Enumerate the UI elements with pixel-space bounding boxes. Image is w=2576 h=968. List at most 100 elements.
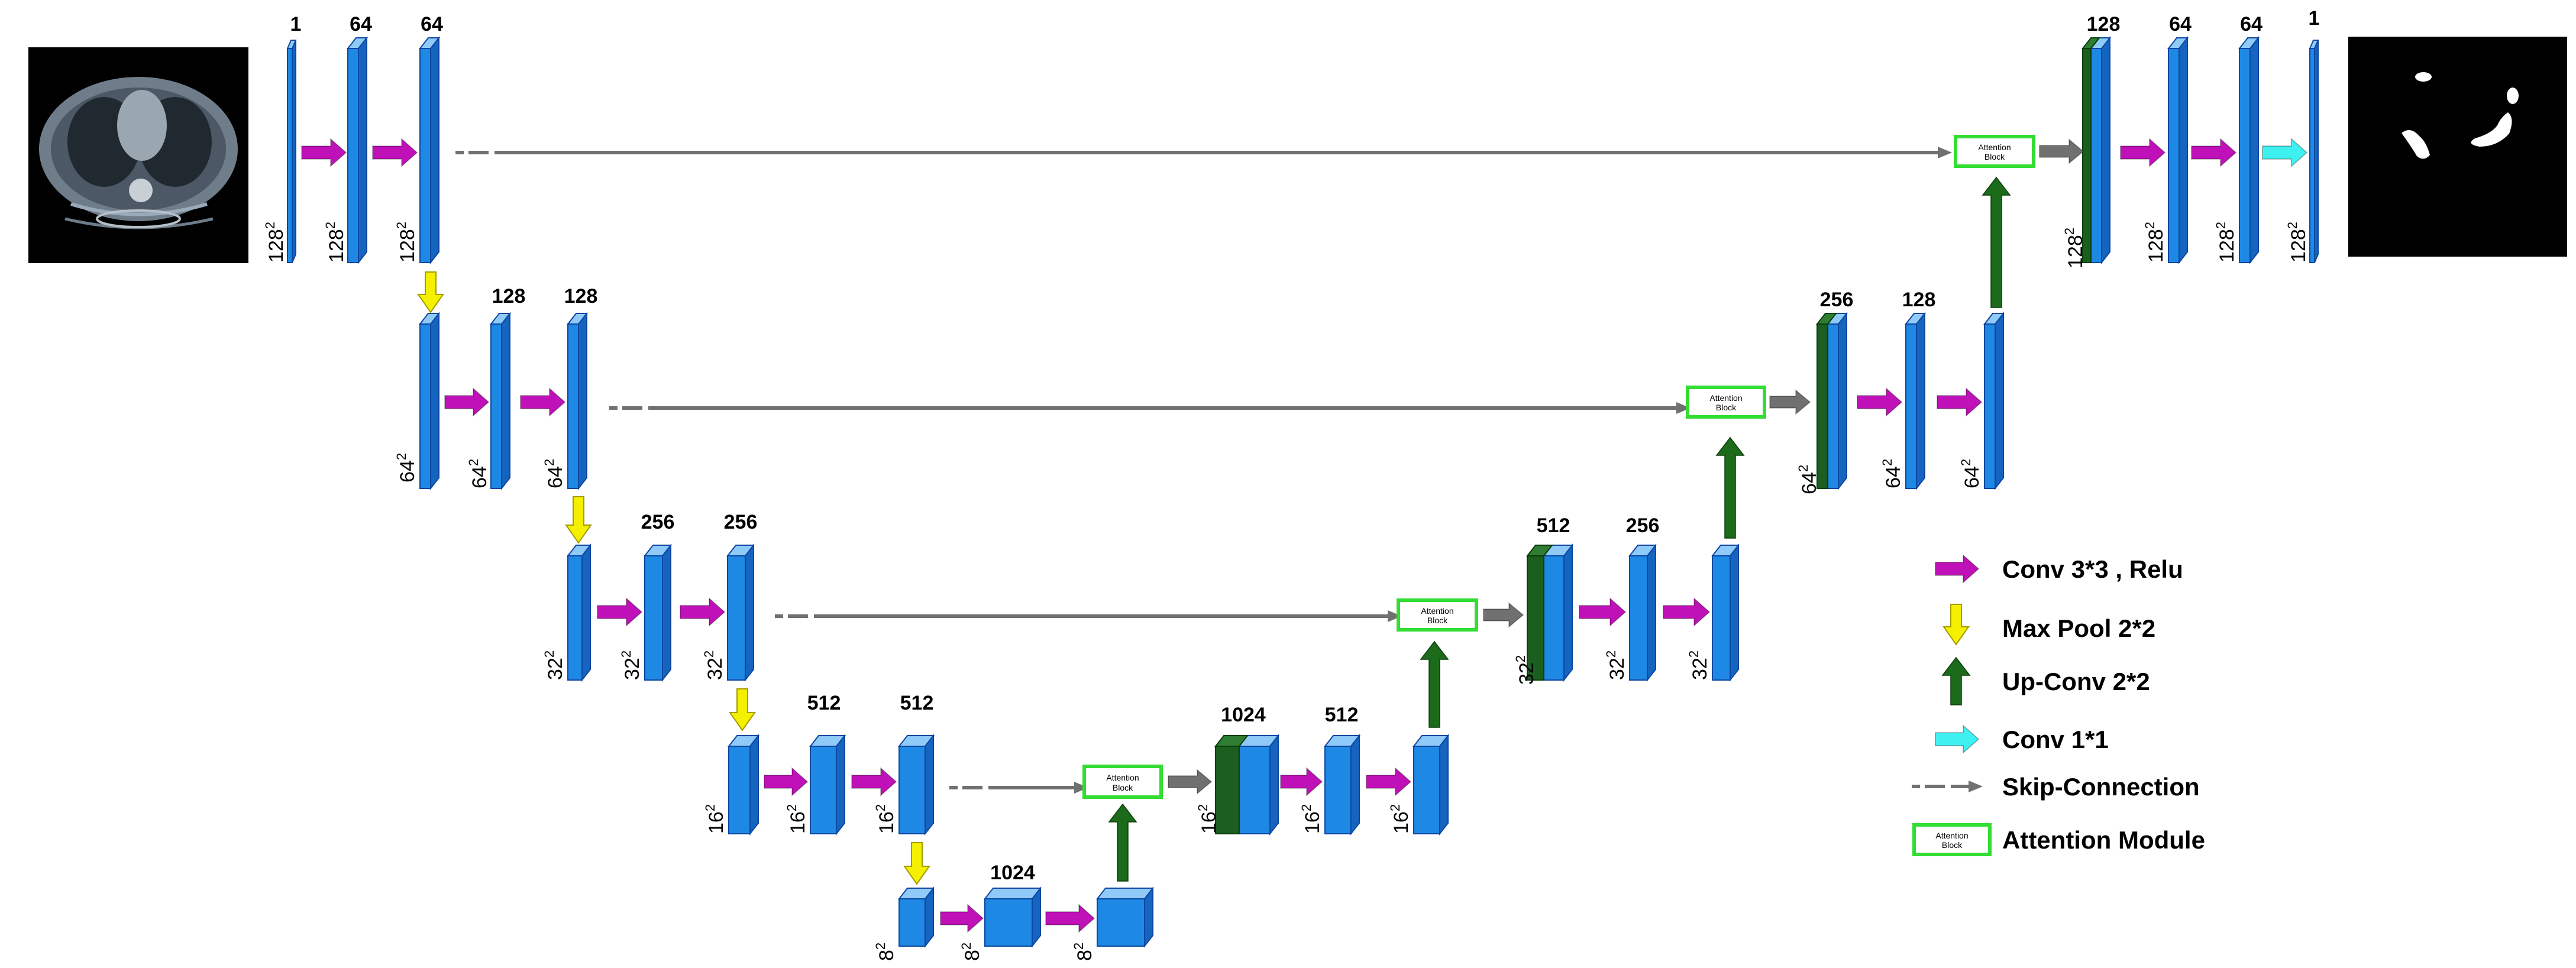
block-front-face <box>2309 48 2315 263</box>
conv-arrow-l4-3 <box>1280 767 1323 797</box>
legend-item-conv: Conv 3*3 , Relu <box>1935 554 2183 584</box>
block-front-face <box>898 746 926 834</box>
block-side-face <box>578 312 587 490</box>
size-label-dec2c: 642 <box>1958 459 1983 488</box>
channel-label-enc1b: 64 <box>350 13 372 35</box>
block-side-face <box>2101 36 2110 264</box>
feature-block-bot3 <box>1095 886 1155 948</box>
maxpool-arrow-3 <box>729 688 756 731</box>
channel-label-dec4a: 1024 <box>1221 704 1266 726</box>
feature-block-dec1b <box>2167 36 2189 264</box>
maxpool-arrow-4 <box>903 842 930 885</box>
block-side-face <box>925 886 934 948</box>
size-label-enc3a: 322 <box>542 650 567 680</box>
conv-arrow-l2-4 <box>1937 387 1983 417</box>
feature-block-dec3b <box>1628 543 1657 682</box>
size-label-dec4a: 162 <box>1195 804 1220 834</box>
skip-connection-2 <box>609 402 1691 414</box>
block-front-face <box>419 323 431 489</box>
channel-label-enc2c: 128 <box>564 285 598 307</box>
feature-block-enc1c <box>418 36 441 264</box>
attention-output-arrow-3 <box>1483 602 1524 628</box>
attention-block-frame <box>1686 386 1766 419</box>
conv-arrow-l3-4 <box>1663 597 1711 627</box>
size-label-enc1a: 1282 <box>263 222 287 263</box>
block-front-face <box>1324 746 1352 834</box>
block-side-face <box>581 543 591 682</box>
channel-label-dec1d: 1 <box>2309 7 2320 30</box>
conv-arrow-l3-2 <box>680 597 726 627</box>
attention-block-line1: Attention <box>1106 773 1139 782</box>
channel-label-dec3b: 256 <box>1626 514 1660 537</box>
concat-front-face <box>1527 555 1544 681</box>
block-front-face <box>1905 323 1917 489</box>
skip-connection-3 <box>775 610 1402 622</box>
conv-arrow-l1-2 <box>372 138 418 167</box>
feature-block-dec2c <box>1983 312 2005 490</box>
channel-label-enc3c: 256 <box>724 511 758 533</box>
feature-block-bot1 <box>897 886 935 948</box>
block-side-face <box>1563 543 1573 682</box>
block-front-face <box>1239 746 1271 834</box>
feature-block-dec4a <box>1214 734 1280 836</box>
block-top-face <box>1095 888 1155 899</box>
block-front-face <box>644 555 663 681</box>
size-label-dec1d: 1282 <box>2285 222 2310 263</box>
feature-block-dec1d <box>2309 40 2319 263</box>
size-label-dec2a: 642 <box>1796 465 1821 494</box>
legend-label-conv: Conv 3*3 , Relu <box>2002 555 2183 583</box>
upconv-arrow-1 <box>1982 176 2011 308</box>
block-side-face <box>749 734 759 836</box>
channel-label-bot2: 1024 <box>990 862 1035 884</box>
attention-output-arrow-1 <box>2039 138 2084 164</box>
block-front-face <box>419 48 431 263</box>
attention-block-frame <box>1912 823 1992 856</box>
legend-label-upconv: Up-Conv 2*2 <box>2002 668 2150 695</box>
size-label-dec4c: 162 <box>1388 804 1413 834</box>
concat-front-face <box>1215 746 1240 834</box>
size-label-enc3b: 322 <box>619 650 644 680</box>
block-front-face <box>898 898 926 947</box>
legend-label-attention: Attention Module <box>2002 826 2205 854</box>
channel-label-dec3a: 512 <box>1537 514 1570 537</box>
size-label-dec2b: 642 <box>1880 459 1905 488</box>
channel-label-dec2a: 256 <box>1820 289 1854 311</box>
channel-label-dec1c: 64 <box>2240 13 2263 35</box>
block-side-face <box>925 734 934 836</box>
block-front-face <box>1097 898 1145 947</box>
block-front-face <box>1543 555 1565 681</box>
feature-block-enc4a <box>727 734 760 836</box>
block-side-face <box>662 543 671 682</box>
feature-block-dec4c <box>1412 734 1450 836</box>
size-label-enc3c: 322 <box>702 650 726 680</box>
block-side-face <box>430 312 439 490</box>
block-side-face <box>1439 734 1449 836</box>
block-front-face <box>347 48 359 263</box>
size-label-dec3c: 322 <box>1686 650 1711 680</box>
maxpool-arrow-1 <box>417 271 444 313</box>
channel-label-dec4b: 512 <box>1325 704 1359 726</box>
block-front-face <box>1712 555 1731 681</box>
size-label-bot2: 82 <box>959 943 984 961</box>
attention-block-line1: Attention <box>1935 831 1968 840</box>
maxpool-arrow-2 <box>565 496 592 544</box>
size-label-enc1b: 1282 <box>323 222 348 263</box>
attention-block-line2: Block <box>1113 783 1133 792</box>
attention-output-arrow-4 <box>1168 769 1213 795</box>
legend-label-skip: Skip-Connection <box>2002 773 2200 801</box>
attention-block-line2: Block <box>1942 840 1963 850</box>
block-side-face <box>1730 543 1739 682</box>
conv-arrow-l1-3 <box>2120 138 2166 167</box>
legend-item-maxpool: Max Pool 2*2 <box>1942 604 2155 646</box>
block-front-face <box>1984 323 1996 489</box>
channel-label-enc1a: 1 <box>290 13 302 35</box>
feature-block-enc4b <box>809 734 846 836</box>
block-front-face <box>984 898 1033 947</box>
legend-skip-icon <box>1912 781 1983 792</box>
conv-arrow-l3-1 <box>597 597 643 627</box>
block-side-face <box>2249 36 2259 264</box>
legend-item-conv1x1: Conv 1*1 <box>1935 724 2109 754</box>
